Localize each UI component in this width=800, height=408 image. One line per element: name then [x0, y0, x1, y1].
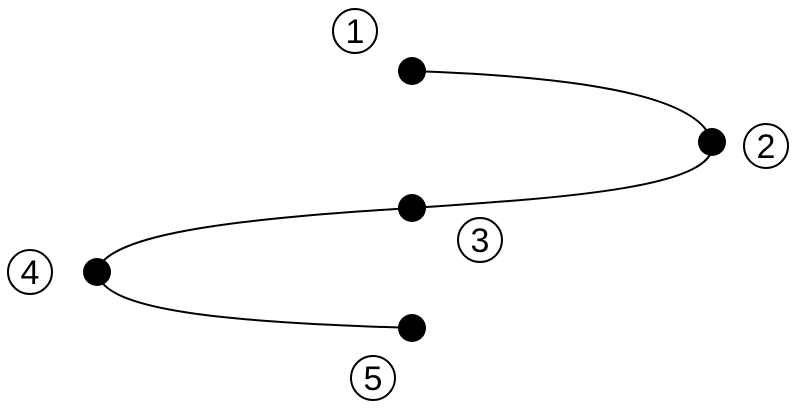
point-4-label-ring — [7, 249, 53, 295]
point-1-label-text: 1 — [346, 13, 365, 51]
point-3-label: 3 — [457, 217, 503, 263]
point-4-label: 4 — [7, 249, 53, 295]
point-5-label: 5 — [350, 355, 396, 401]
point-3-label-text: 3 — [471, 222, 490, 260]
point-5-dot — [398, 314, 426, 342]
point-4-label-text: 4 — [21, 254, 40, 292]
point-1-label: 1 — [332, 8, 378, 54]
point-3-dot — [398, 194, 426, 222]
point-5-label-ring — [350, 355, 396, 401]
point-2-label-text: 2 — [757, 128, 776, 166]
point-4-dot — [83, 258, 111, 286]
point-2-label-ring — [743, 123, 789, 169]
point-1-dot — [398, 57, 426, 85]
point-1-label-ring — [332, 8, 378, 54]
point-5-label-text: 5 — [364, 360, 383, 398]
point-3-label-ring — [457, 217, 503, 263]
point-2-dot — [698, 128, 726, 156]
point-2-label: 2 — [743, 123, 789, 169]
